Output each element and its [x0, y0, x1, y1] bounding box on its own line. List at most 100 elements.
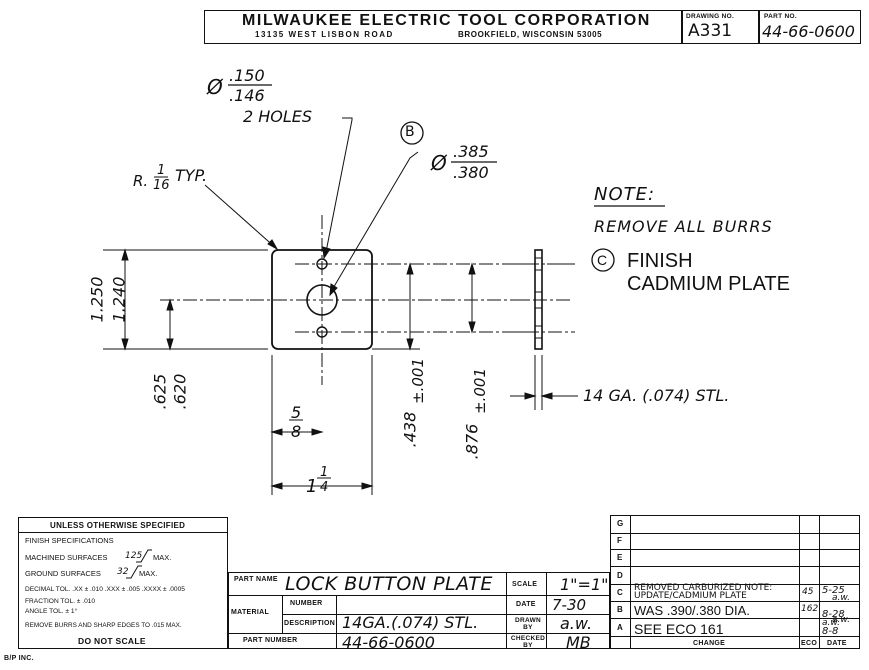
diameter-symbol-1: Ø — [207, 75, 223, 99]
rev-letter-g: G — [617, 519, 624, 528]
radius-leader — [204, 184, 278, 250]
tb-h2 — [282, 614, 610, 615]
tb-h1 — [228, 595, 610, 596]
hole-pos: .438 — [400, 411, 420, 448]
date-value: 7-30 — [552, 596, 587, 614]
two-holes-label: 2 HOLES — [243, 107, 313, 126]
rev-b-eco: 162 — [801, 604, 819, 614]
note-line3: CADMIUM PLATE — [627, 273, 790, 295]
rev-c-eco: 45 — [802, 587, 814, 597]
half-top: .625 — [150, 373, 170, 410]
width-den: 4 — [320, 480, 329, 495]
center-hole-leader — [331, 151, 419, 291]
width-half-num: 5 — [291, 403, 302, 422]
company-city: BROOKFIELD, WISCONSIN 53005 — [458, 30, 603, 39]
circle-c: C — [597, 252, 608, 268]
part-no-label: PART NO. — [764, 13, 797, 20]
number-label: NUMBER — [290, 600, 323, 607]
drawing-no: A331 — [688, 21, 733, 41]
company-street: 13135 WEST LISBON ROAD — [255, 30, 394, 39]
part-number-label: PART NUMBER — [243, 637, 298, 644]
side-view — [534, 249, 543, 350]
two-holes-leader — [325, 117, 353, 253]
specs-decimal: DECIMAL TOL. .XX ± .010 .XXX ± .005 .XXX… — [25, 586, 185, 593]
hole-pos2-tol: ±.001 — [470, 368, 489, 414]
rev-eco-label: ECO — [801, 640, 818, 647]
rev-h3 — [610, 566, 860, 567]
center-dim-top: .385 — [453, 142, 489, 161]
part-name: LOCK BUTTON PLATE — [285, 573, 493, 595]
specs-ground: GROUND SURFACES — [25, 569, 101, 578]
tb-v1 — [282, 595, 283, 633]
specs-title-underline — [18, 532, 228, 534]
specs-max-1: MAX. — [153, 553, 172, 562]
hole-dim-top: .150 — [229, 66, 265, 85]
rev-letter-c: C — [617, 588, 624, 597]
rev-h4 — [610, 584, 860, 585]
description-value: 14GA.(.074) STL. — [342, 613, 479, 632]
rev-h6 — [610, 618, 860, 619]
radius-num: 1 — [157, 163, 166, 178]
part-name-label: PART NAME — [234, 576, 278, 583]
rev-change-label: CHANGE — [693, 640, 726, 647]
revision-block — [610, 515, 860, 649]
rev-letter-b: B — [617, 605, 624, 614]
width-whole: 1 — [306, 476, 318, 497]
specs-finish: FINISH SPECIFICATIONS — [25, 536, 114, 545]
rev-b-change: WAS .390/.380 DIA. — [634, 603, 750, 618]
material-label: MATERIAL — [231, 609, 270, 616]
header-block — [204, 10, 861, 44]
rev-letter-e: E — [617, 553, 623, 562]
rev-c-date: 5-25 — [822, 585, 845, 596]
radius-den: 16 — [153, 178, 170, 193]
hole-pos-tol: ±.001 — [408, 358, 427, 404]
tb-v2 — [336, 595, 337, 649]
specs-angle: ANGLE TOL. ± 1° — [25, 608, 78, 615]
title-block — [228, 572, 610, 649]
rev-letter-f: F — [617, 536, 623, 545]
rev-a-date: 8-8 — [822, 626, 839, 637]
drawn-value: a.w. — [560, 614, 593, 633]
circle-b-ring — [400, 121, 424, 145]
rev-v1 — [630, 515, 631, 649]
company-name: MILWAUKEE ELECTRIC TOOL CORPORATION — [242, 12, 651, 29]
specs-title: UNLESS OTHERWISE SPECIFIED — [50, 521, 186, 530]
rev-date-label: DATE — [827, 640, 847, 647]
part-number-value: 44-66-0600 — [342, 633, 435, 652]
scale-value: 1"=1" — [560, 575, 609, 594]
part-no: 44-66-0600 — [762, 22, 855, 41]
header-divider-2 — [758, 10, 760, 44]
center-dim-bot: .380 — [453, 163, 489, 182]
description-label: DESCRIPTION — [284, 620, 336, 627]
diameter-symbol-2: Ø — [431, 151, 447, 175]
rev-h5 — [610, 601, 860, 602]
drawing-no-label: DRAWING NO. — [686, 13, 735, 20]
specs-burrs: REMOVE BURRS AND SHARP EDGES TO .015 MAX… — [25, 622, 182, 629]
circle-c-ring — [591, 248, 615, 272]
checked-value: MB — [566, 633, 591, 652]
rev-v3 — [819, 515, 820, 649]
rev-v2 — [799, 515, 800, 649]
rev-h2 — [610, 549, 860, 550]
tb-h3 — [228, 633, 610, 634]
specs-max-2: MAX. — [139, 569, 158, 578]
radius-label: R. — [133, 172, 149, 190]
rev-letter-d: D — [617, 571, 624, 580]
hole-pos2: .876 — [462, 423, 482, 460]
drawn-label: DRAWN BY — [514, 617, 542, 631]
width-half-den: 8 — [291, 422, 302, 441]
rev-c-change: REMOVED CARBURIZED NOTE: UPDATE/CADMIUM … — [634, 583, 773, 601]
rev-h1 — [610, 533, 860, 534]
date-label: DATE — [516, 601, 536, 608]
height-bot: 1.240 — [109, 276, 129, 323]
specs-noscale: DO NOT SCALE — [78, 636, 146, 646]
circle-b: B — [405, 124, 415, 140]
rev-c-initials: a.w. — [832, 593, 851, 603]
width-num: 1 — [320, 465, 329, 480]
checked-label: CHECKED BY — [510, 635, 546, 649]
radius-typ: TYP. — [175, 166, 208, 185]
half-bot: .620 — [170, 373, 190, 410]
header-divider-1 — [681, 10, 683, 44]
tb-v4 — [546, 572, 547, 649]
